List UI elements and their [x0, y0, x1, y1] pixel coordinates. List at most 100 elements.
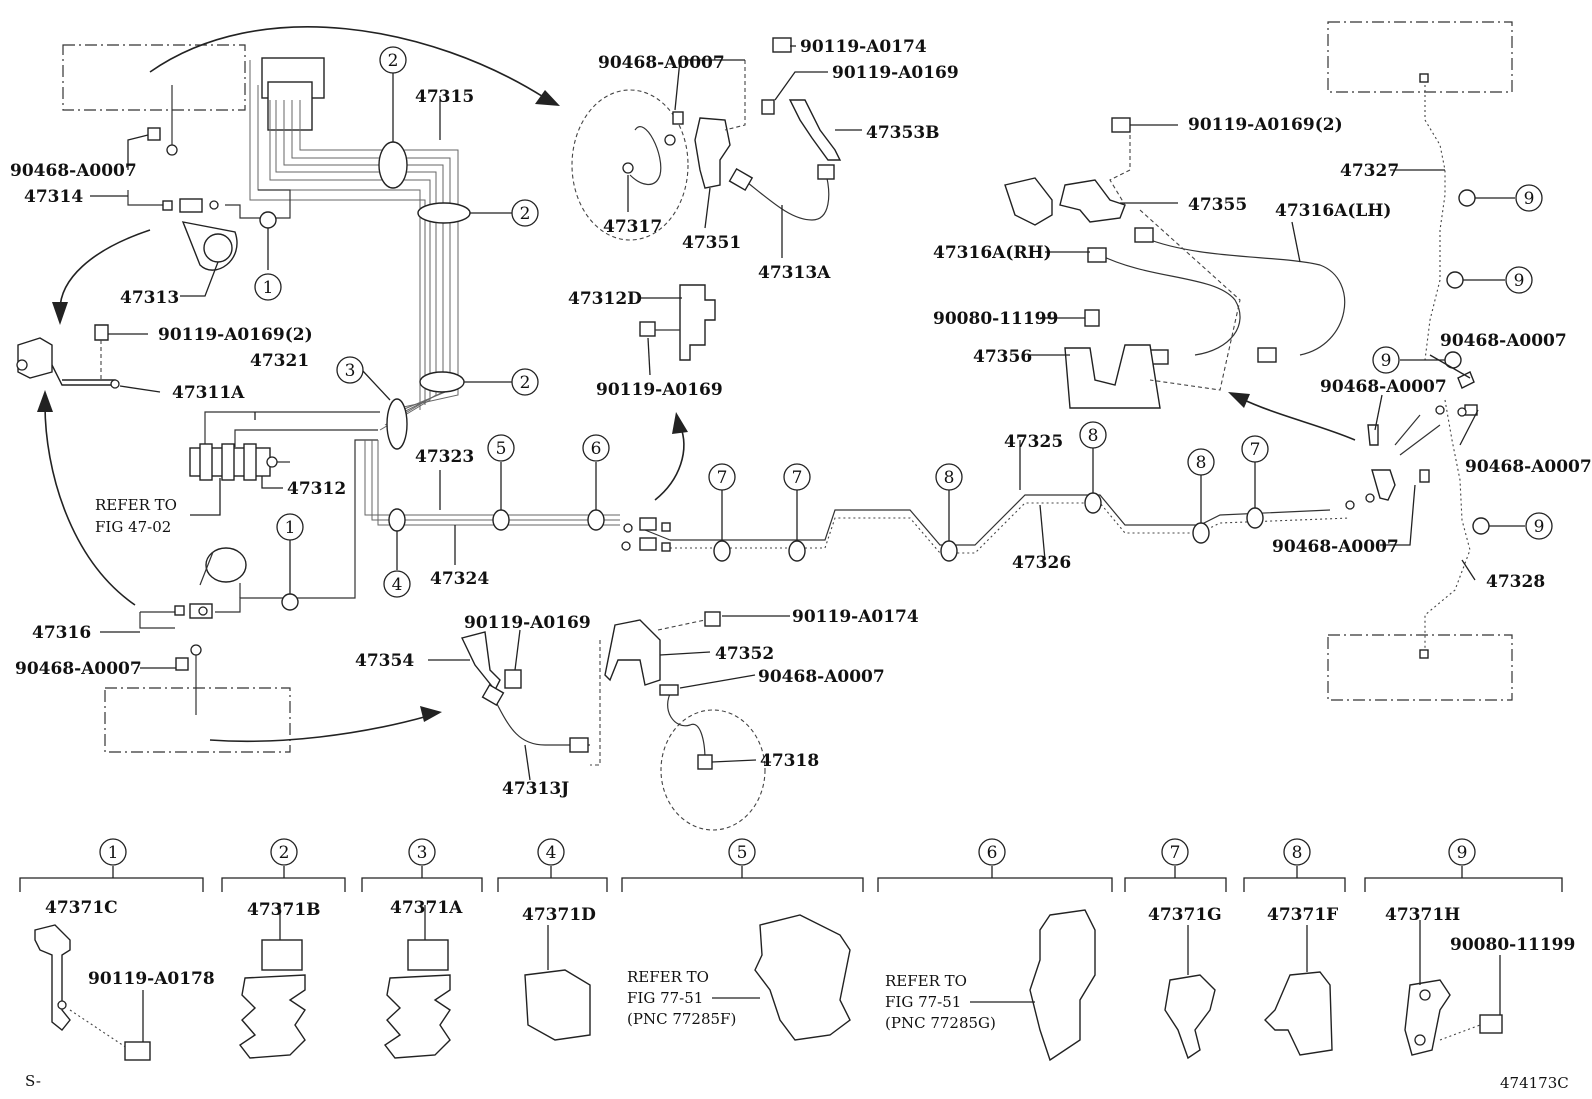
svg-text:6: 6 — [987, 843, 998, 863]
front-left-hose — [461, 611, 766, 831]
footer-left-mark: S- — [25, 1072, 41, 1090]
svg-text:9: 9 — [1534, 517, 1545, 537]
label-47371G: 47371G — [1148, 905, 1222, 925]
rear-right-tubes — [1345, 73, 1478, 659]
valve-47311a — [16, 324, 120, 389]
label-90468-A0007: 90468-A0007 — [10, 161, 137, 181]
svg-text:REFER TO: REFER TO — [627, 968, 709, 986]
svg-text:9: 9 — [1524, 189, 1535, 209]
svg-text:2: 2 — [520, 373, 531, 393]
svg-text:9: 9 — [1514, 271, 1525, 291]
callout-8b: 8 — [1079, 421, 1107, 449]
callout-4: 4 — [383, 570, 411, 598]
diagram-code: 474173C — [1500, 1074, 1569, 1092]
callout-7a: 7 — [708, 463, 736, 491]
refer-fig-47-02: REFER TO FIG 47-02 — [95, 496, 177, 536]
label-47311A: 47311A — [172, 383, 245, 403]
legend-callout-2: 2 — [270, 838, 298, 866]
svg-text:2: 2 — [279, 843, 290, 863]
callout-9d: 9 — [1525, 512, 1553, 540]
svg-text:3: 3 — [417, 843, 428, 863]
callout-2b: 2 — [511, 199, 539, 227]
legend-callout-9: 9 — [1448, 838, 1476, 866]
label-47312: 47312 — [287, 479, 346, 499]
refer-fig-77-51-a: REFER TO FIG 77-51 (PNC 77285F) — [627, 968, 760, 1028]
callout-2c: 2 — [511, 368, 539, 396]
flow-arrows — [37, 26, 1356, 743]
svg-text:7: 7 — [792, 468, 803, 488]
svg-text:3: 3 — [345, 361, 356, 381]
label-90119-A0169: 90119-A0169 — [832, 63, 959, 83]
callout-circles: 2 2 2 3 1 1 4 5 6 7 7 8 8 8 7 9 9 9 9 — [254, 46, 1553, 598]
label-47321: 47321 — [250, 351, 309, 371]
label-47318: 47318 — [760, 751, 819, 771]
region-boxes — [62, 21, 1513, 753]
svg-text:REFER TO: REFER TO — [885, 972, 967, 990]
legend-callout-4: 4 — [537, 838, 565, 866]
legend-callout-1: 1 — [99, 838, 127, 866]
label-47317: 47317 — [603, 217, 662, 237]
svg-text:4: 4 — [392, 575, 403, 595]
svg-text:2: 2 — [388, 51, 399, 71]
label-47351: 47351 — [682, 233, 741, 253]
label-47316: 47316 — [32, 623, 91, 643]
legend-callout-7: 7 — [1161, 838, 1189, 866]
callout-9b: 9 — [1505, 266, 1533, 294]
label-90119-A0169-2: 90119-A0169(2) — [1188, 115, 1343, 135]
svg-text:8: 8 — [1088, 426, 1099, 446]
svg-text:7: 7 — [1170, 843, 1181, 863]
label-47328: 47328 — [1486, 572, 1545, 592]
svg-text:7: 7 — [717, 468, 728, 488]
label-90080-11199: 90080-11199 — [1450, 935, 1575, 955]
label-47315: 47315 — [415, 87, 474, 107]
label-47371D: 47371D — [522, 905, 596, 925]
svg-text:5: 5 — [496, 439, 507, 459]
callout-7c: 7 — [1241, 435, 1269, 463]
legend-callout-5: 5 — [728, 838, 756, 866]
svg-text:FIG 77-51: FIG 77-51 — [627, 989, 703, 1007]
legend-brackets — [19, 866, 1563, 892]
label-47371H: 47371H — [1385, 905, 1460, 925]
label-47352: 47352 — [715, 644, 774, 664]
legend-callout-3: 3 — [408, 838, 436, 866]
svg-text:9: 9 — [1381, 351, 1392, 371]
label-47316A-RH: 47316A(RH) — [933, 243, 1052, 263]
label-90468-A0007: 90468-A0007 — [598, 53, 725, 73]
leader-lines — [90, 45, 1525, 781]
label-90468-A0007: 90468-A0007 — [1440, 331, 1567, 351]
label-47353B: 47353B — [866, 123, 940, 143]
label-47327: 47327 — [1340, 161, 1399, 181]
callout-3: 3 — [336, 356, 364, 384]
label-90119-A0169-2: 90119-A0169(2) — [158, 325, 313, 345]
label-47356: 47356 — [973, 347, 1032, 367]
callout-1b: 1 — [276, 513, 304, 541]
bracket-47312d — [639, 284, 716, 361]
svg-text:6: 6 — [591, 439, 602, 459]
callout-6: 6 — [582, 434, 610, 462]
svg-text:FIG 77-51: FIG 77-51 — [885, 993, 961, 1011]
label-47355: 47355 — [1188, 195, 1247, 215]
svg-text:9: 9 — [1457, 843, 1468, 863]
label-90468-A0007: 90468-A0007 — [1272, 537, 1399, 557]
callout-9c: 9 — [1372, 346, 1400, 374]
label-47323: 47323 — [415, 447, 474, 467]
label-90119-A0169: 90119-A0169 — [596, 380, 723, 400]
legend-callout-8: 8 — [1283, 838, 1311, 866]
callout-5: 5 — [487, 434, 515, 462]
svg-text:8: 8 — [944, 468, 955, 488]
line-47316 — [139, 439, 378, 715]
svg-text:(PNC 77285G): (PNC 77285G) — [885, 1014, 996, 1032]
label-90119-A0178: 90119-A0178 — [88, 969, 215, 989]
svg-text:(PNC 77285F): (PNC 77285F) — [627, 1010, 736, 1028]
label-90468-A0007: 90468-A0007 — [758, 667, 885, 687]
refer-fig-77-51-b: REFER TO FIG 77-51 (PNC 77285G) — [885, 972, 1035, 1032]
label-47313: 47313 — [120, 288, 179, 308]
svg-text:FIG 47-02: FIG 47-02 — [95, 518, 171, 536]
block-47312 — [189, 411, 380, 481]
svg-text:2: 2 — [520, 204, 531, 224]
svg-text:5: 5 — [737, 843, 748, 863]
rear-axle-bracket — [1004, 117, 1346, 409]
label-90080-11199: 90080-11199 — [933, 309, 1058, 329]
svg-text:1: 1 — [285, 518, 296, 538]
